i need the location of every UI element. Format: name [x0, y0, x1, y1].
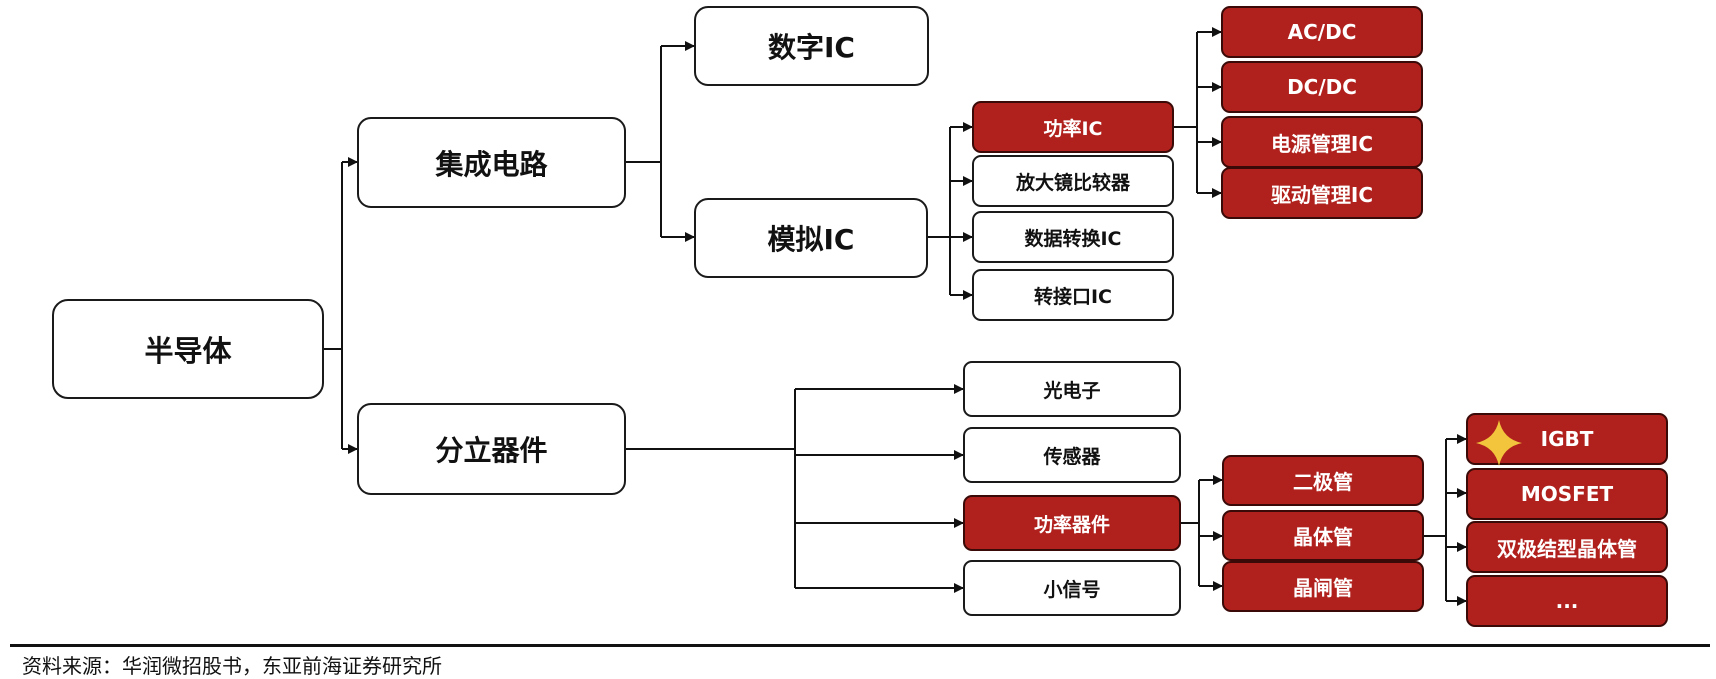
node-label: 晶体管: [1293, 525, 1353, 549]
node-diode: 二极管: [1222, 455, 1424, 506]
node-label: 模拟IC: [767, 223, 855, 256]
node-label: DC/DC: [1287, 75, 1357, 99]
node-label: 集成电路: [435, 147, 548, 181]
node-driver-management-ic: 驱动管理IC: [1221, 167, 1423, 219]
node-label: 功率器件: [1033, 513, 1110, 536]
footer-divider: [10, 644, 1710, 647]
node-digital-ic: 数字IC: [694, 6, 929, 86]
node-data-converter-ic: 数据转换IC: [972, 211, 1174, 263]
node-more: ...: [1466, 575, 1668, 627]
node-optoelectronics: 光电子: [963, 361, 1181, 417]
node-label: AC/DC: [1287, 20, 1357, 44]
node-amplifier-comparator: 放大镜比较器: [972, 155, 1174, 207]
node-discrete-devices: 分立器件: [357, 403, 626, 495]
node-label: 双极结型晶体管: [1497, 536, 1637, 561]
node-label: 传感器: [1043, 445, 1101, 468]
node-label: 功率IC: [1043, 117, 1103, 140]
node-acdc: AC/DC: [1221, 6, 1423, 58]
node-label: 转接口IC: [1033, 285, 1112, 308]
node-label: 光电子: [1043, 379, 1101, 402]
semiconductor-tree-diagram: 半导体 集成电路 分立器件 数字IC 模拟IC 功率IC 放大镜比较器 数据转换…: [52, 6, 1668, 627]
node-label: 晶闸管: [1293, 576, 1353, 600]
node-label: 二极管: [1293, 470, 1353, 494]
node-label: 小信号: [1043, 578, 1101, 601]
star-icon: [1476, 420, 1522, 466]
node-transistor: 晶体管: [1222, 510, 1424, 561]
node-label: 分立器件: [435, 434, 548, 467]
connector-lines: [324, 27, 1467, 606]
node-power-management-ic: 电源管理IC: [1221, 116, 1423, 168]
source-note: 资料来源：华润微招股书，东亚前海证券研究所: [22, 654, 442, 678]
node-label: 数字IC: [768, 31, 855, 64]
node-power-device: 功率器件: [963, 495, 1181, 551]
node-analog-ic: 模拟IC: [694, 198, 928, 278]
node-label: 半导体: [144, 334, 232, 368]
node-label: 驱动管理IC: [1270, 182, 1374, 207]
node-label: 电源管理IC: [1270, 131, 1374, 156]
node-label: 放大镜比较器: [1015, 171, 1130, 194]
node-label: MOSFET: [1520, 482, 1614, 506]
node-sensor: 传感器: [963, 427, 1181, 483]
node-bjt: 双极结型晶体管: [1466, 521, 1668, 573]
node-interface-ic: 转接口IC: [972, 269, 1174, 321]
node-label: IGBT: [1540, 427, 1594, 451]
node-small-signal: 小信号: [963, 560, 1181, 616]
node-dcdc: DC/DC: [1221, 61, 1423, 113]
node-integrated-circuit: 集成电路: [357, 117, 626, 208]
node-label: 数据转换IC: [1024, 227, 1122, 250]
node-thyristor: 晶闸管: [1222, 561, 1424, 612]
node-power-ic: 功率IC: [972, 101, 1174, 153]
node-semiconductor: 半导体: [52, 299, 324, 399]
node-label: ...: [1555, 589, 1579, 613]
node-mosfet: MOSFET: [1466, 468, 1668, 520]
